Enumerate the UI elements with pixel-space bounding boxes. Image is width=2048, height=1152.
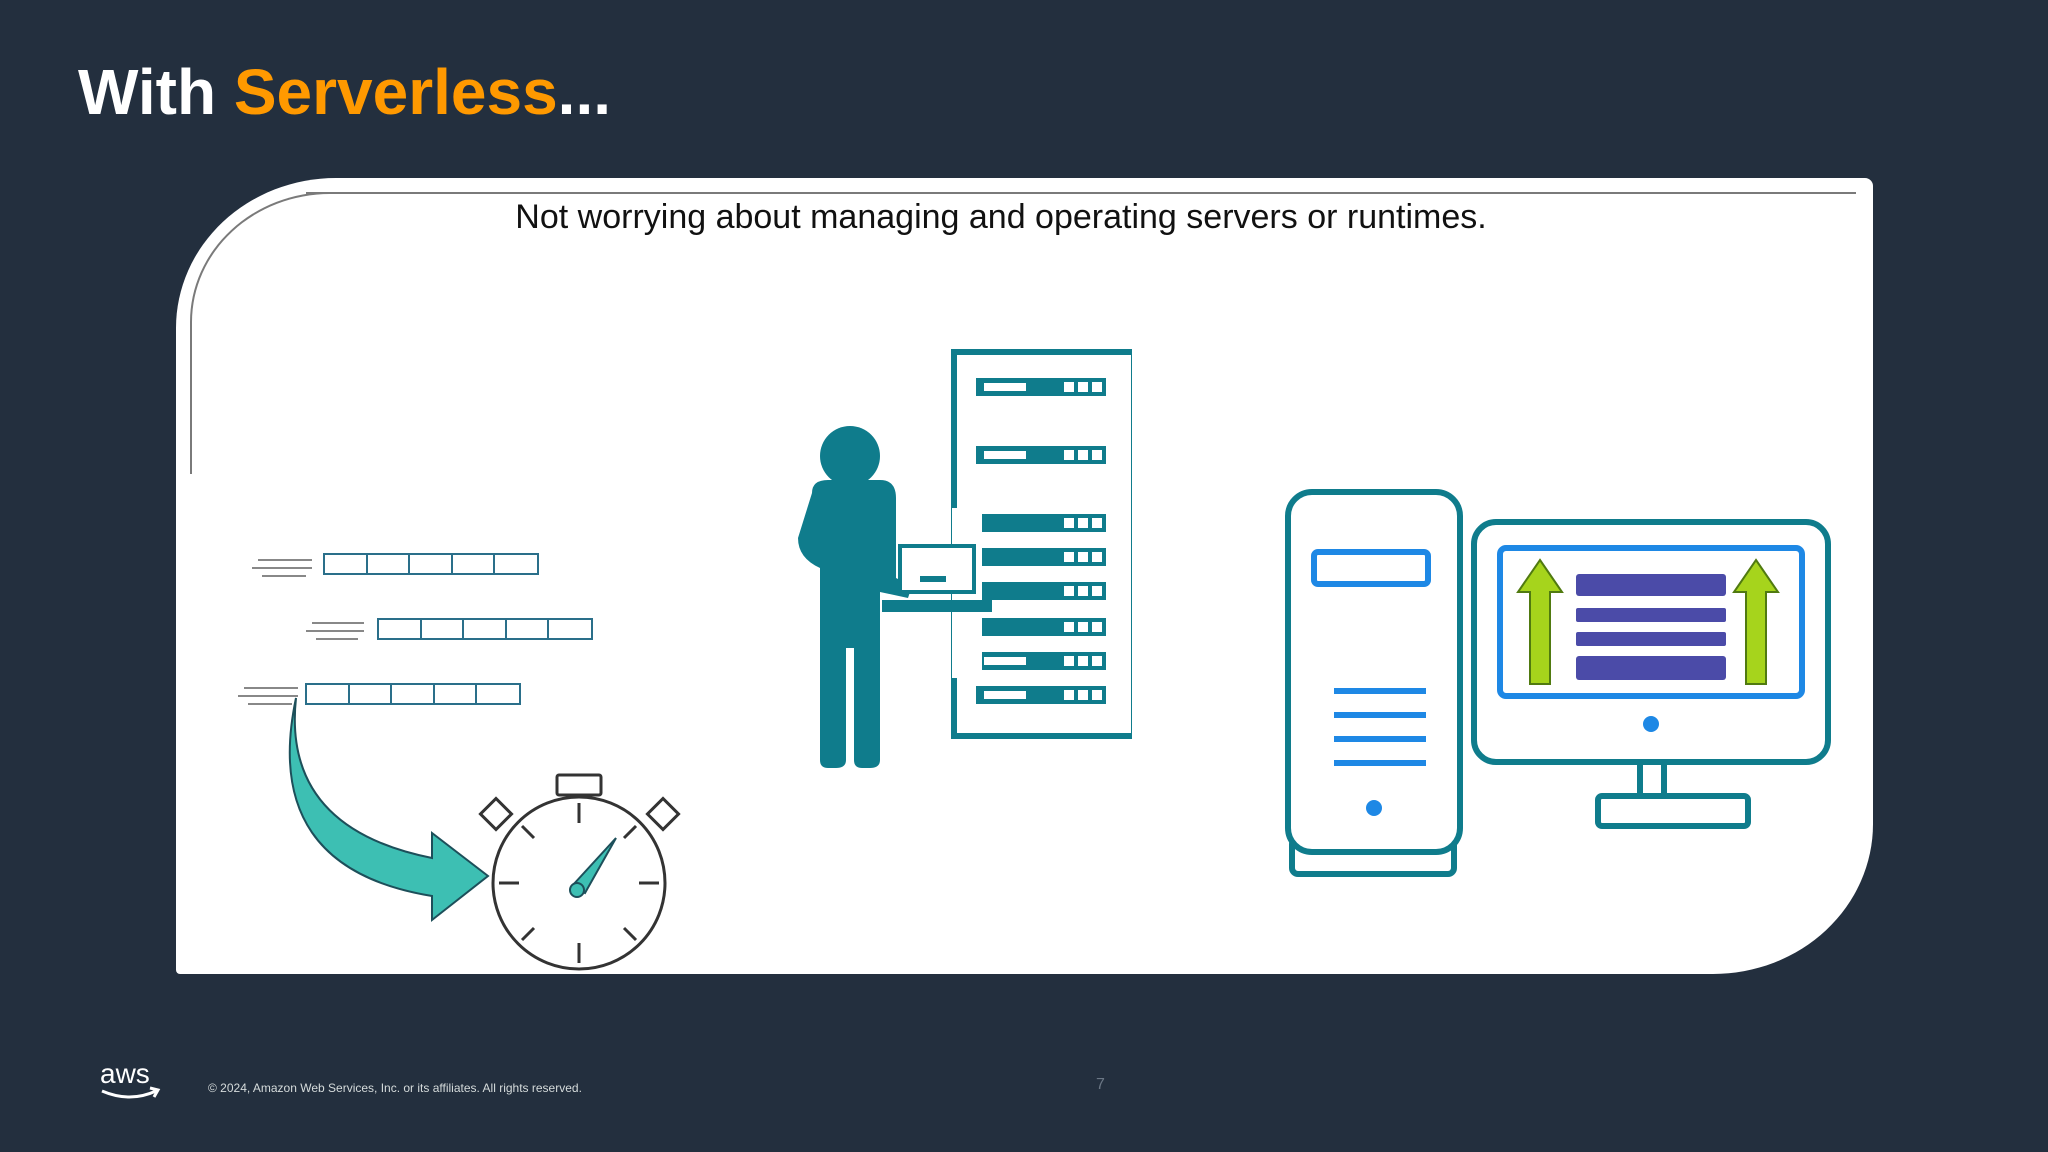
tower-computer-icon [1285,489,1463,877]
server-rack-icon [951,349,1132,739]
slide-title: With Serverless... [78,52,611,132]
content-card: Not worrying about managing and operatin… [176,178,1873,974]
monitor-icon [1471,519,1831,829]
speed-stopwatch-illustration [238,553,681,971]
operator-server-rack-illustration [798,349,1132,768]
computer-scaling-illustration [1285,489,1831,877]
speed-lines-icon [238,559,364,705]
slide-subtitle: Not worrying about managing and operatin… [515,198,1487,236]
queue-bars-icon [305,553,593,705]
up-arrow-right-icon [1732,558,1780,685]
title-suffix: ... [557,56,611,128]
aws-logo-text: aws [100,1058,150,1089]
page-number: 7 [1096,1076,1105,1093]
laptop-icon [882,544,992,612]
title-prefix: With [78,56,234,128]
curved-arrow-icon [288,697,490,923]
person-icon [798,426,912,768]
card-corner-arc [190,192,452,474]
copyright-notice: © 2024, Amazon Web Services, Inc. or its… [208,1081,582,1095]
up-arrow-left-icon [1516,558,1564,685]
aws-logo: aws [100,1058,161,1099]
title-accent: Serverless [233,56,558,128]
stopwatch-icon [478,773,681,971]
content-lines-icon [1576,574,1726,680]
card-top-rule [306,192,1856,194]
